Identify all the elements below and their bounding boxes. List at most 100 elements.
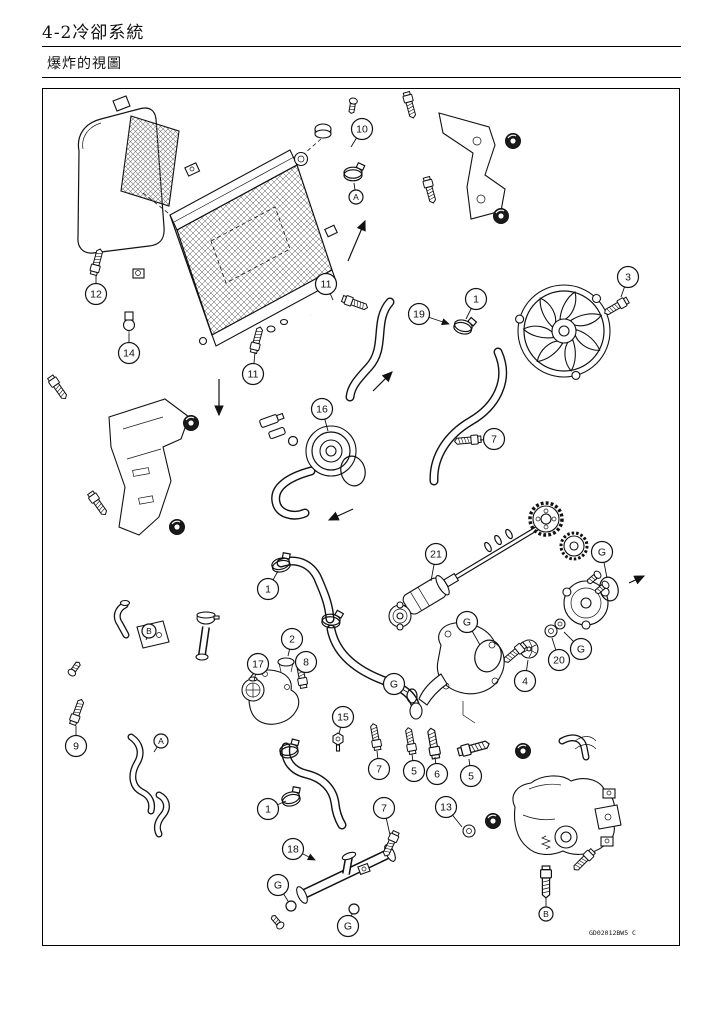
callout-7: 7 bbox=[372, 796, 396, 836]
callout-11: 11 bbox=[241, 351, 265, 386]
hose-thermo-lower bbox=[281, 742, 347, 830]
svg-text:11: 11 bbox=[248, 369, 259, 381]
oring-icon bbox=[285, 900, 297, 912]
hoses bbox=[127, 297, 590, 838]
hose-thermo-pump bbox=[326, 624, 421, 714]
seal-icon bbox=[554, 618, 566, 630]
subtitle-rule bbox=[42, 77, 681, 78]
callout-3: 3 bbox=[616, 265, 640, 298]
svg-text:6: 6 bbox=[434, 769, 440, 781]
water-temp-sensor bbox=[332, 732, 344, 752]
washer-icon bbox=[462, 824, 476, 838]
radiator-cap-group bbox=[304, 123, 332, 154]
svg-text:20: 20 bbox=[553, 655, 565, 667]
grommet-icon bbox=[504, 132, 522, 150]
svg-text:7: 7 bbox=[381, 803, 387, 815]
svg-text:11: 11 bbox=[321, 279, 332, 291]
watermark: GD02012BW5 C bbox=[589, 929, 636, 937]
callout-1: 1 bbox=[464, 287, 488, 320]
callout-1: 1 bbox=[256, 570, 280, 601]
bolt-icon bbox=[401, 90, 419, 120]
hose-upper-right bbox=[429, 347, 507, 486]
callout-10: 10 bbox=[350, 117, 374, 148]
svg-text:G: G bbox=[577, 644, 585, 656]
oring-icon bbox=[287, 435, 299, 447]
hose-clamp-icon bbox=[343, 162, 366, 182]
callout-9: 9 bbox=[64, 726, 88, 758]
callout-g: G bbox=[563, 631, 593, 661]
callout-g: G bbox=[266, 873, 290, 902]
small-parts bbox=[122, 268, 349, 335]
callout-5: 5 bbox=[459, 758, 483, 788]
seal-icon bbox=[544, 624, 558, 638]
callout-20: 20 bbox=[547, 637, 571, 672]
bolt-icon bbox=[425, 726, 442, 760]
radiator bbox=[169, 149, 338, 347]
svg-text:8: 8 bbox=[303, 657, 309, 669]
callout-18: 18 bbox=[281, 837, 316, 861]
callout-1: 1 bbox=[256, 797, 287, 821]
svg-text:5: 5 bbox=[411, 766, 417, 778]
svg-text:G: G bbox=[598, 547, 606, 559]
bolt-icon bbox=[601, 295, 631, 318]
svg-text:A: A bbox=[353, 192, 359, 202]
screw-icon bbox=[66, 659, 83, 678]
svg-text:12: 12 bbox=[90, 289, 102, 301]
svg-text:1: 1 bbox=[473, 294, 479, 306]
callout-11: 11 bbox=[314, 272, 338, 301]
callout-g: G bbox=[382, 672, 408, 696]
arrows bbox=[214, 219, 646, 585]
water-pump bbox=[418, 576, 619, 724]
svg-text:G: G bbox=[344, 921, 352, 933]
svg-text:3: 3 bbox=[625, 272, 631, 284]
pump-cover-right bbox=[462, 736, 622, 856]
grommet-icon bbox=[182, 414, 200, 432]
svg-text:2: 2 bbox=[289, 634, 295, 646]
grommet-icon bbox=[514, 742, 532, 760]
filler-neck-group bbox=[113, 599, 220, 661]
screw-icon bbox=[268, 912, 286, 931]
water-pipe bbox=[285, 844, 396, 915]
svg-text:1: 1 bbox=[265, 584, 271, 596]
hose-clamp-icon bbox=[451, 313, 478, 338]
svg-text:B: B bbox=[146, 626, 152, 636]
callout-15: 15 bbox=[331, 705, 355, 735]
svg-text:5: 5 bbox=[468, 771, 474, 783]
grommet-icon bbox=[168, 518, 186, 536]
bolt-icon bbox=[368, 722, 383, 752]
svg-text:19: 19 bbox=[413, 309, 425, 321]
page-title: 4-2冷卻系統 bbox=[42, 23, 145, 43]
svg-text:4: 4 bbox=[522, 676, 528, 688]
callout-8: 8 bbox=[294, 650, 318, 674]
svg-text:9: 9 bbox=[73, 741, 79, 753]
bolt-icon bbox=[46, 373, 70, 402]
screw-icon bbox=[346, 96, 359, 115]
callout-a: A bbox=[153, 733, 169, 753]
title-rule bbox=[42, 46, 681, 47]
screen-frame bbox=[77, 95, 165, 254]
callout-21: 21 bbox=[424, 542, 448, 582]
section-subtitle: 爆炸的視圖 bbox=[47, 56, 122, 72]
diagram-svg: 1012141111319116721GGG204217815G91175657… bbox=[46, 90, 646, 938]
hose-clamp-icon bbox=[278, 784, 305, 809]
callout-14: 14 bbox=[117, 334, 141, 365]
callout-g: G bbox=[336, 913, 360, 938]
svg-text:14: 14 bbox=[123, 348, 135, 360]
callout-12: 12 bbox=[84, 275, 108, 306]
callout-6: 6 bbox=[425, 756, 449, 786]
drain-fitting bbox=[122, 311, 136, 335]
thermostat bbox=[241, 657, 423, 752]
oring-icon bbox=[348, 903, 360, 915]
svg-text:G: G bbox=[390, 679, 398, 691]
svg-text:B: B bbox=[543, 909, 549, 919]
callout-2: 2 bbox=[280, 627, 304, 657]
svg-text:10: 10 bbox=[356, 124, 368, 136]
callout-a: A bbox=[348, 182, 364, 205]
svg-text:15: 15 bbox=[337, 712, 349, 724]
svg-text:13: 13 bbox=[440, 802, 452, 814]
bolt-icon bbox=[88, 247, 106, 277]
svg-text:7: 7 bbox=[376, 764, 382, 776]
pump-gasket-icon bbox=[474, 639, 502, 673]
